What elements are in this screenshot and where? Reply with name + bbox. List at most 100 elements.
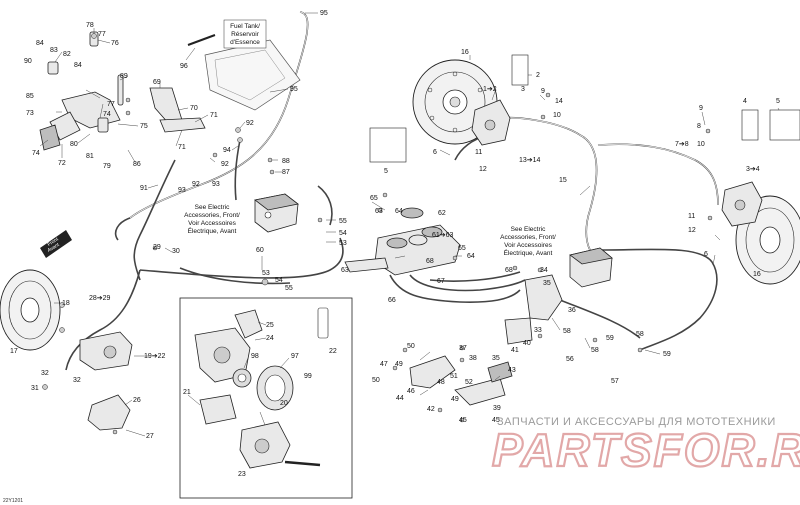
callout-98: 98 — [251, 353, 259, 360]
callout-56: 56 — [566, 356, 574, 363]
callout-92b: 92 — [221, 161, 229, 168]
callout-53: 53 — [339, 240, 347, 247]
callout-76: 76 — [111, 40, 119, 47]
callout-63: 63 — [375, 208, 383, 215]
callout-92: 92 — [246, 120, 254, 127]
callout-6: 6 — [433, 149, 437, 156]
rear-brake-pedal — [409, 274, 563, 406]
callout-33: 33 — [534, 327, 542, 334]
caliper-bracket — [87, 394, 131, 431]
callout-59: 59 — [606, 335, 614, 342]
callout-68b: 68 — [505, 267, 513, 274]
svg-text:See Electric: See Electric — [511, 226, 546, 233]
callout-64: 64 — [395, 208, 403, 215]
callout-37: 37 — [459, 345, 467, 352]
callout-4: 4 — [743, 98, 747, 105]
note-fuel-tank: Fuel Tank/ Réservoir d'Essence — [223, 19, 267, 49]
master-cylinder — [344, 207, 461, 276]
callout-73: 73 — [26, 110, 34, 117]
svg-text:Voir Accessoires: Voir Accessoires — [188, 220, 236, 227]
callout-54: 54 — [339, 230, 347, 237]
callout-10: 10 — [553, 112, 561, 119]
callout-49: 49 — [395, 361, 403, 368]
callout-68: 68 — [426, 258, 434, 265]
callout-77b: 77 — [107, 101, 115, 108]
callout-32b: 32 — [73, 377, 81, 384]
callout-32: 32 — [41, 370, 49, 377]
front-arrow-badge: Front Avant — [40, 230, 72, 258]
callout-94: 94 — [223, 147, 231, 154]
callout-70: 70 — [190, 105, 198, 112]
callout-17: 17 — [10, 348, 18, 355]
callout-16: 16 — [461, 49, 469, 56]
callout-65: 65 — [370, 195, 378, 202]
callout-3: 3 — [521, 86, 525, 93]
callout-9: 9 — [541, 88, 545, 95]
callout-65b: 65 — [458, 245, 466, 252]
callout-60: 60 — [256, 247, 264, 254]
svg-text:Front: Front — [46, 236, 60, 248]
callout-20: 20 — [280, 400, 288, 407]
callout-25: 25 — [266, 322, 274, 329]
callout-90: 90 — [24, 58, 32, 65]
callout-97: 97 — [291, 353, 299, 360]
svg-text:Accessories, Front/: Accessories, Front/ — [500, 234, 556, 241]
callout-8: 8 — [697, 123, 701, 130]
callout-29: 29 — [153, 244, 161, 251]
svg-text:See Electric: See Electric — [195, 204, 230, 211]
callout-36: 36 — [568, 307, 576, 314]
callout-69: 69 — [153, 79, 161, 86]
callout-59b: 59 — [663, 351, 671, 358]
caliper-front-top — [471, 99, 511, 146]
leader-lines — [39, 12, 786, 437]
callout-66: 66 — [388, 297, 396, 304]
callout-86: 86 — [133, 161, 141, 168]
callout-88: 88 — [282, 158, 290, 165]
callout-48: 48 — [437, 379, 445, 386]
callout-labels: 95 78 77 76 84 83 82 90 84 85 89 69 96 9… — [10, 10, 780, 478]
callout-9b: 9 — [699, 105, 703, 112]
callout-53b: 53 — [262, 270, 270, 277]
callout-50b: 50 — [372, 377, 380, 384]
callout-50: 50 — [407, 343, 415, 350]
callout-84b: 84 — [74, 62, 82, 69]
watermark: ЗАПЧАСТИ И АКСЕССУАРЫ ДЛЯ МОТОТЕХНИКИ PA… — [491, 416, 800, 477]
callout-40: 40 — [523, 340, 531, 347]
callout-95: 95 — [320, 10, 328, 17]
callout-41: 41 — [511, 347, 519, 354]
callout-57: 57 — [611, 378, 619, 385]
callout-82: 82 — [63, 51, 71, 58]
callout-61-63: 61➔63 — [432, 232, 454, 239]
svg-text:Voir Accessoires: Voir Accessoires — [504, 242, 552, 249]
brake-pedal-assembly — [39, 31, 206, 151]
callout-23: 23 — [238, 471, 246, 478]
callout-45b: 45 — [492, 417, 500, 424]
callout-12: 12 — [479, 166, 487, 173]
callout-92c: 92 — [192, 181, 200, 188]
caliper-right — [721, 181, 763, 227]
callout-7-8: 7➔8 — [675, 141, 689, 148]
callout-62: 62 — [438, 210, 446, 217]
svg-text:Fuel Tank/: Fuel Tank/ — [230, 23, 260, 30]
callout-11b: 11 — [688, 213, 695, 220]
callout-2: 2 — [536, 72, 540, 79]
caliper-left — [79, 331, 133, 371]
callout-18: 18 — [62, 300, 70, 307]
callout-27: 27 — [146, 433, 154, 440]
callout-49b: 49 — [451, 396, 459, 403]
callout-64b: 64 — [467, 253, 475, 260]
callout-78: 78 — [86, 22, 94, 29]
callout-44: 44 — [396, 395, 404, 402]
callout-39: 39 — [493, 405, 501, 412]
callout-12b: 12 — [688, 227, 696, 234]
callout-15: 15 — [559, 177, 567, 184]
callout-99: 99 — [304, 373, 312, 380]
fasteners — [42, 33, 713, 435]
brake-disc-left — [0, 269, 61, 351]
callout-89: 89 — [120, 73, 128, 80]
callout-85: 85 — [26, 93, 34, 100]
abs-module-left — [254, 193, 299, 233]
callout-21: 21 — [183, 389, 191, 396]
